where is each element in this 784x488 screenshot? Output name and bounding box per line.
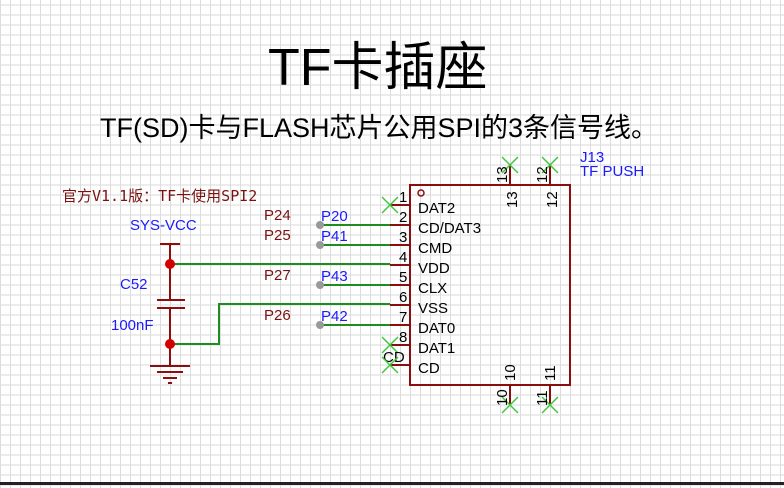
component-name: TF PUSH [580,163,644,180]
pin-number: 3 [399,229,407,246]
pin-11[interactable]: 11 11 [534,365,559,414]
pin-number: 8 [399,329,407,346]
power-label: SYS-VCC [130,217,197,234]
net-label: P27 [264,267,291,284]
capacitor-ref: C52 [120,276,148,293]
pin-number: 11 [534,390,551,406]
no-connect-icon [541,396,559,414]
ground-symbol[interactable] [150,365,190,384]
no-connect-icon [381,356,399,374]
pin-cd[interactable]: CD CD [381,349,440,377]
pin-number: CD [383,349,405,366]
pin-name: 11 [542,365,559,381]
pin-2[interactable]: 2CD/DAT3 P20 P24 [264,207,481,237]
pin-number: 12 [534,166,551,183]
port-dot[interactable] [316,321,324,329]
pin-number: 13 [494,166,511,183]
port-dot[interactable] [316,221,324,229]
pin-number: 4 [399,249,407,266]
bottom-border [0,482,784,485]
component-ref: J13 [580,149,604,166]
pin-name: VDD [418,260,450,277]
port-dot[interactable] [316,241,324,249]
pin-number: 7 [399,309,407,326]
net-label: P24 [264,207,291,224]
wire-vss[interactable] [170,303,390,345]
pin-name: CMD [418,240,452,257]
pin-number: 5 [399,269,407,286]
pin-name: 12 [544,191,561,208]
pin-number: 10 [494,389,511,406]
pin-name: DAT0 [418,320,455,337]
port-label: P20 [321,208,348,225]
net-label: P25 [264,227,291,244]
pin-number: 1 [399,189,407,206]
port-dot[interactable] [316,281,324,289]
port-label: P41 [321,228,348,245]
no-connect-icon [381,196,399,214]
junction-vdd [165,259,175,269]
junction-vss [165,339,175,349]
pin-name: CD [418,360,440,377]
version-note: 官方V1.1版：TF卡使用SPI2 [62,187,257,205]
capacitor-value: 100nF [111,317,154,334]
pin-name: DAT2 [418,200,455,217]
port-label: P43 [321,268,348,285]
capacitor-c52[interactable] [157,299,185,366]
no-connect-icon [501,156,519,174]
net-label: P26 [264,307,291,324]
pin-name: CLX [418,280,447,297]
pin-number: 2 [399,209,407,226]
pin-name: 10 [502,364,519,381]
no-connect-icon [541,156,559,174]
no-connect-icon [381,336,399,354]
pin-number: 6 [399,289,407,306]
pin-name: 13 [504,191,521,208]
pin-name: VSS [418,300,448,317]
page-title: TF卡插座 [268,39,488,97]
port-label: P42 [321,308,348,325]
vcc-power-symbol[interactable] [160,243,180,300]
pin-name: CD/DAT3 [418,220,481,237]
page-subtitle: TF(SD)卡与FLASH芯片公用SPI的3条信号线。 [100,113,658,143]
pin1-marker [417,189,425,197]
pin-name: DAT1 [418,340,455,357]
no-connect-icon [501,396,519,414]
